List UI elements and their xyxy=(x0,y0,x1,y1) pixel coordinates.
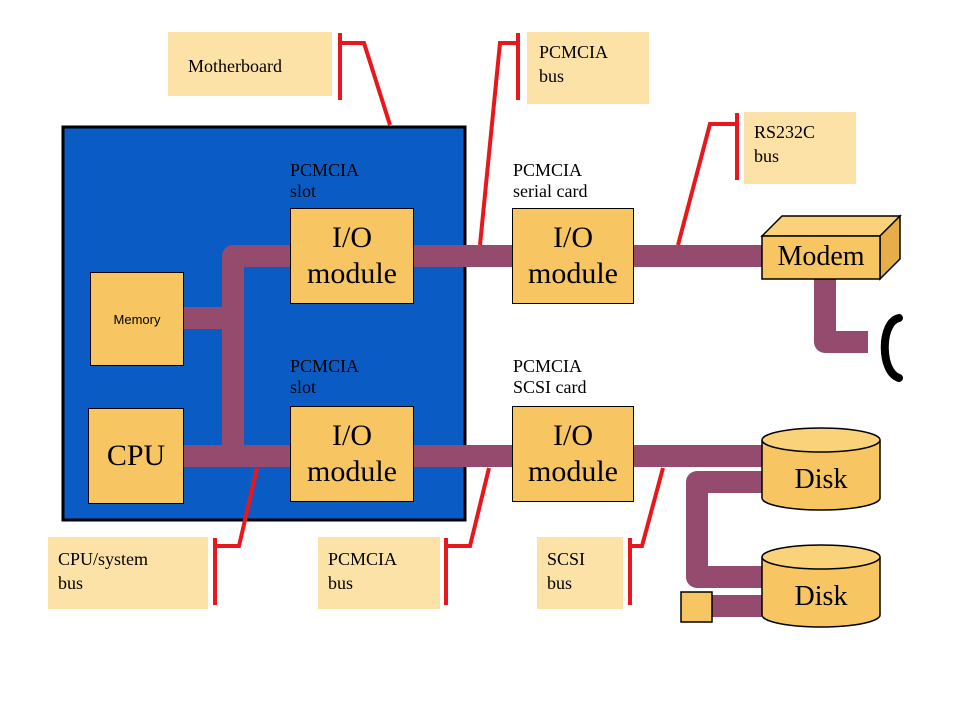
callout-pointers xyxy=(213,33,739,605)
pointer-scsi-bus xyxy=(628,467,665,605)
pointer-rs232c-bus xyxy=(676,113,739,246)
memory-label: Memory xyxy=(113,311,161,327)
cpu-label: CPU xyxy=(106,439,166,472)
io-module-serial-card: I/O module xyxy=(512,208,634,304)
io-module-scsi-card: I/O module xyxy=(512,406,634,502)
io-module-label: I/O module xyxy=(528,221,618,290)
disk-1-shape xyxy=(761,427,881,511)
callout-rs232c-bus: RS232C bus xyxy=(744,112,856,184)
scsi-terminator-icon xyxy=(680,591,713,623)
callout-scsi-bus: SCSI bus xyxy=(537,537,623,609)
cpu-module: CPU xyxy=(88,408,184,504)
io-module-slot-top: I/O module xyxy=(290,208,414,304)
disk-1-label: Disk xyxy=(794,464,848,495)
callout-pcmcia-bus-bottom: PCMCIA bus xyxy=(318,537,440,609)
callout-pcmcia-bus-top: PCMCIA bus xyxy=(527,32,649,104)
modem-box xyxy=(760,214,902,281)
io-module-label: I/O module xyxy=(307,221,397,290)
pcmcia-scsi-card-label: PCMCIA SCSI card xyxy=(513,356,587,397)
disk-2-label: Disk xyxy=(794,581,848,612)
io-module-label: I/O module xyxy=(528,419,618,488)
system-bus-corner xyxy=(222,245,244,267)
pcmcia-slot-bottom-label: PCMCIA slot xyxy=(290,356,360,397)
callout-motherboard: Motherboard xyxy=(168,32,332,96)
io-module-slot-bottom: I/O module xyxy=(290,406,414,502)
phone-line xyxy=(814,278,868,353)
pointer-pcmcia-bus-top xyxy=(478,33,520,246)
pcmcia-slot-top-label: PCMCIA slot xyxy=(290,160,360,201)
pcmcia-serial-card-label: PCMCIA serial card xyxy=(513,160,588,201)
telephone-handset-icon xyxy=(880,314,903,382)
callout-cpu-system-bus: CPU/system bus xyxy=(48,537,208,609)
memory-module: Memory xyxy=(90,272,184,366)
pointer-cpu-system-bus xyxy=(213,467,259,605)
modem-label: Modem xyxy=(777,241,865,272)
disk-2-shape xyxy=(761,544,881,628)
io-module-label: I/O module xyxy=(307,419,397,488)
scsi-bus-daisy-chain xyxy=(686,471,770,588)
pointer-pcmcia-bus-bottom xyxy=(444,467,491,605)
pointer-motherboard xyxy=(338,33,392,126)
